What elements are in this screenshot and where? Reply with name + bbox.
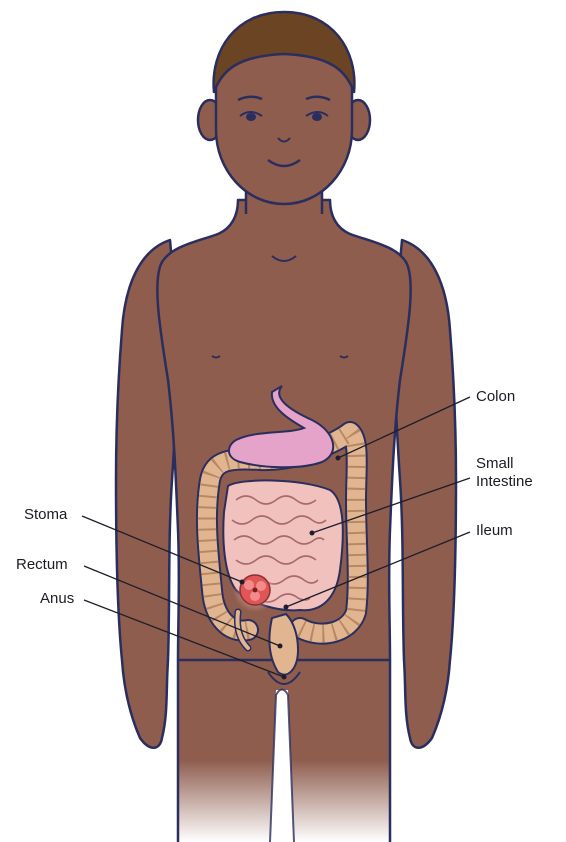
anus-leader-dot: [282, 675, 287, 680]
small-intestine-label-line1: Small: [476, 455, 514, 473]
colon-leader-dot: [336, 456, 341, 461]
stoma-leader-dot: [240, 580, 245, 585]
ileum-label: Ileum: [476, 522, 513, 540]
head: [198, 12, 370, 204]
stoma-label: Stoma: [24, 506, 67, 524]
rectum-label: Rectum: [16, 556, 68, 574]
rectum-leader-dot: [278, 644, 283, 649]
anus-label: Anus: [40, 590, 74, 608]
ileum-leader-dot: [284, 605, 289, 610]
small-intestine-label-line2: Intestine: [476, 473, 533, 491]
colon-label: Colon: [476, 388, 515, 406]
small-intestine-leader-dot: [310, 531, 315, 536]
stoma: [240, 575, 270, 605]
